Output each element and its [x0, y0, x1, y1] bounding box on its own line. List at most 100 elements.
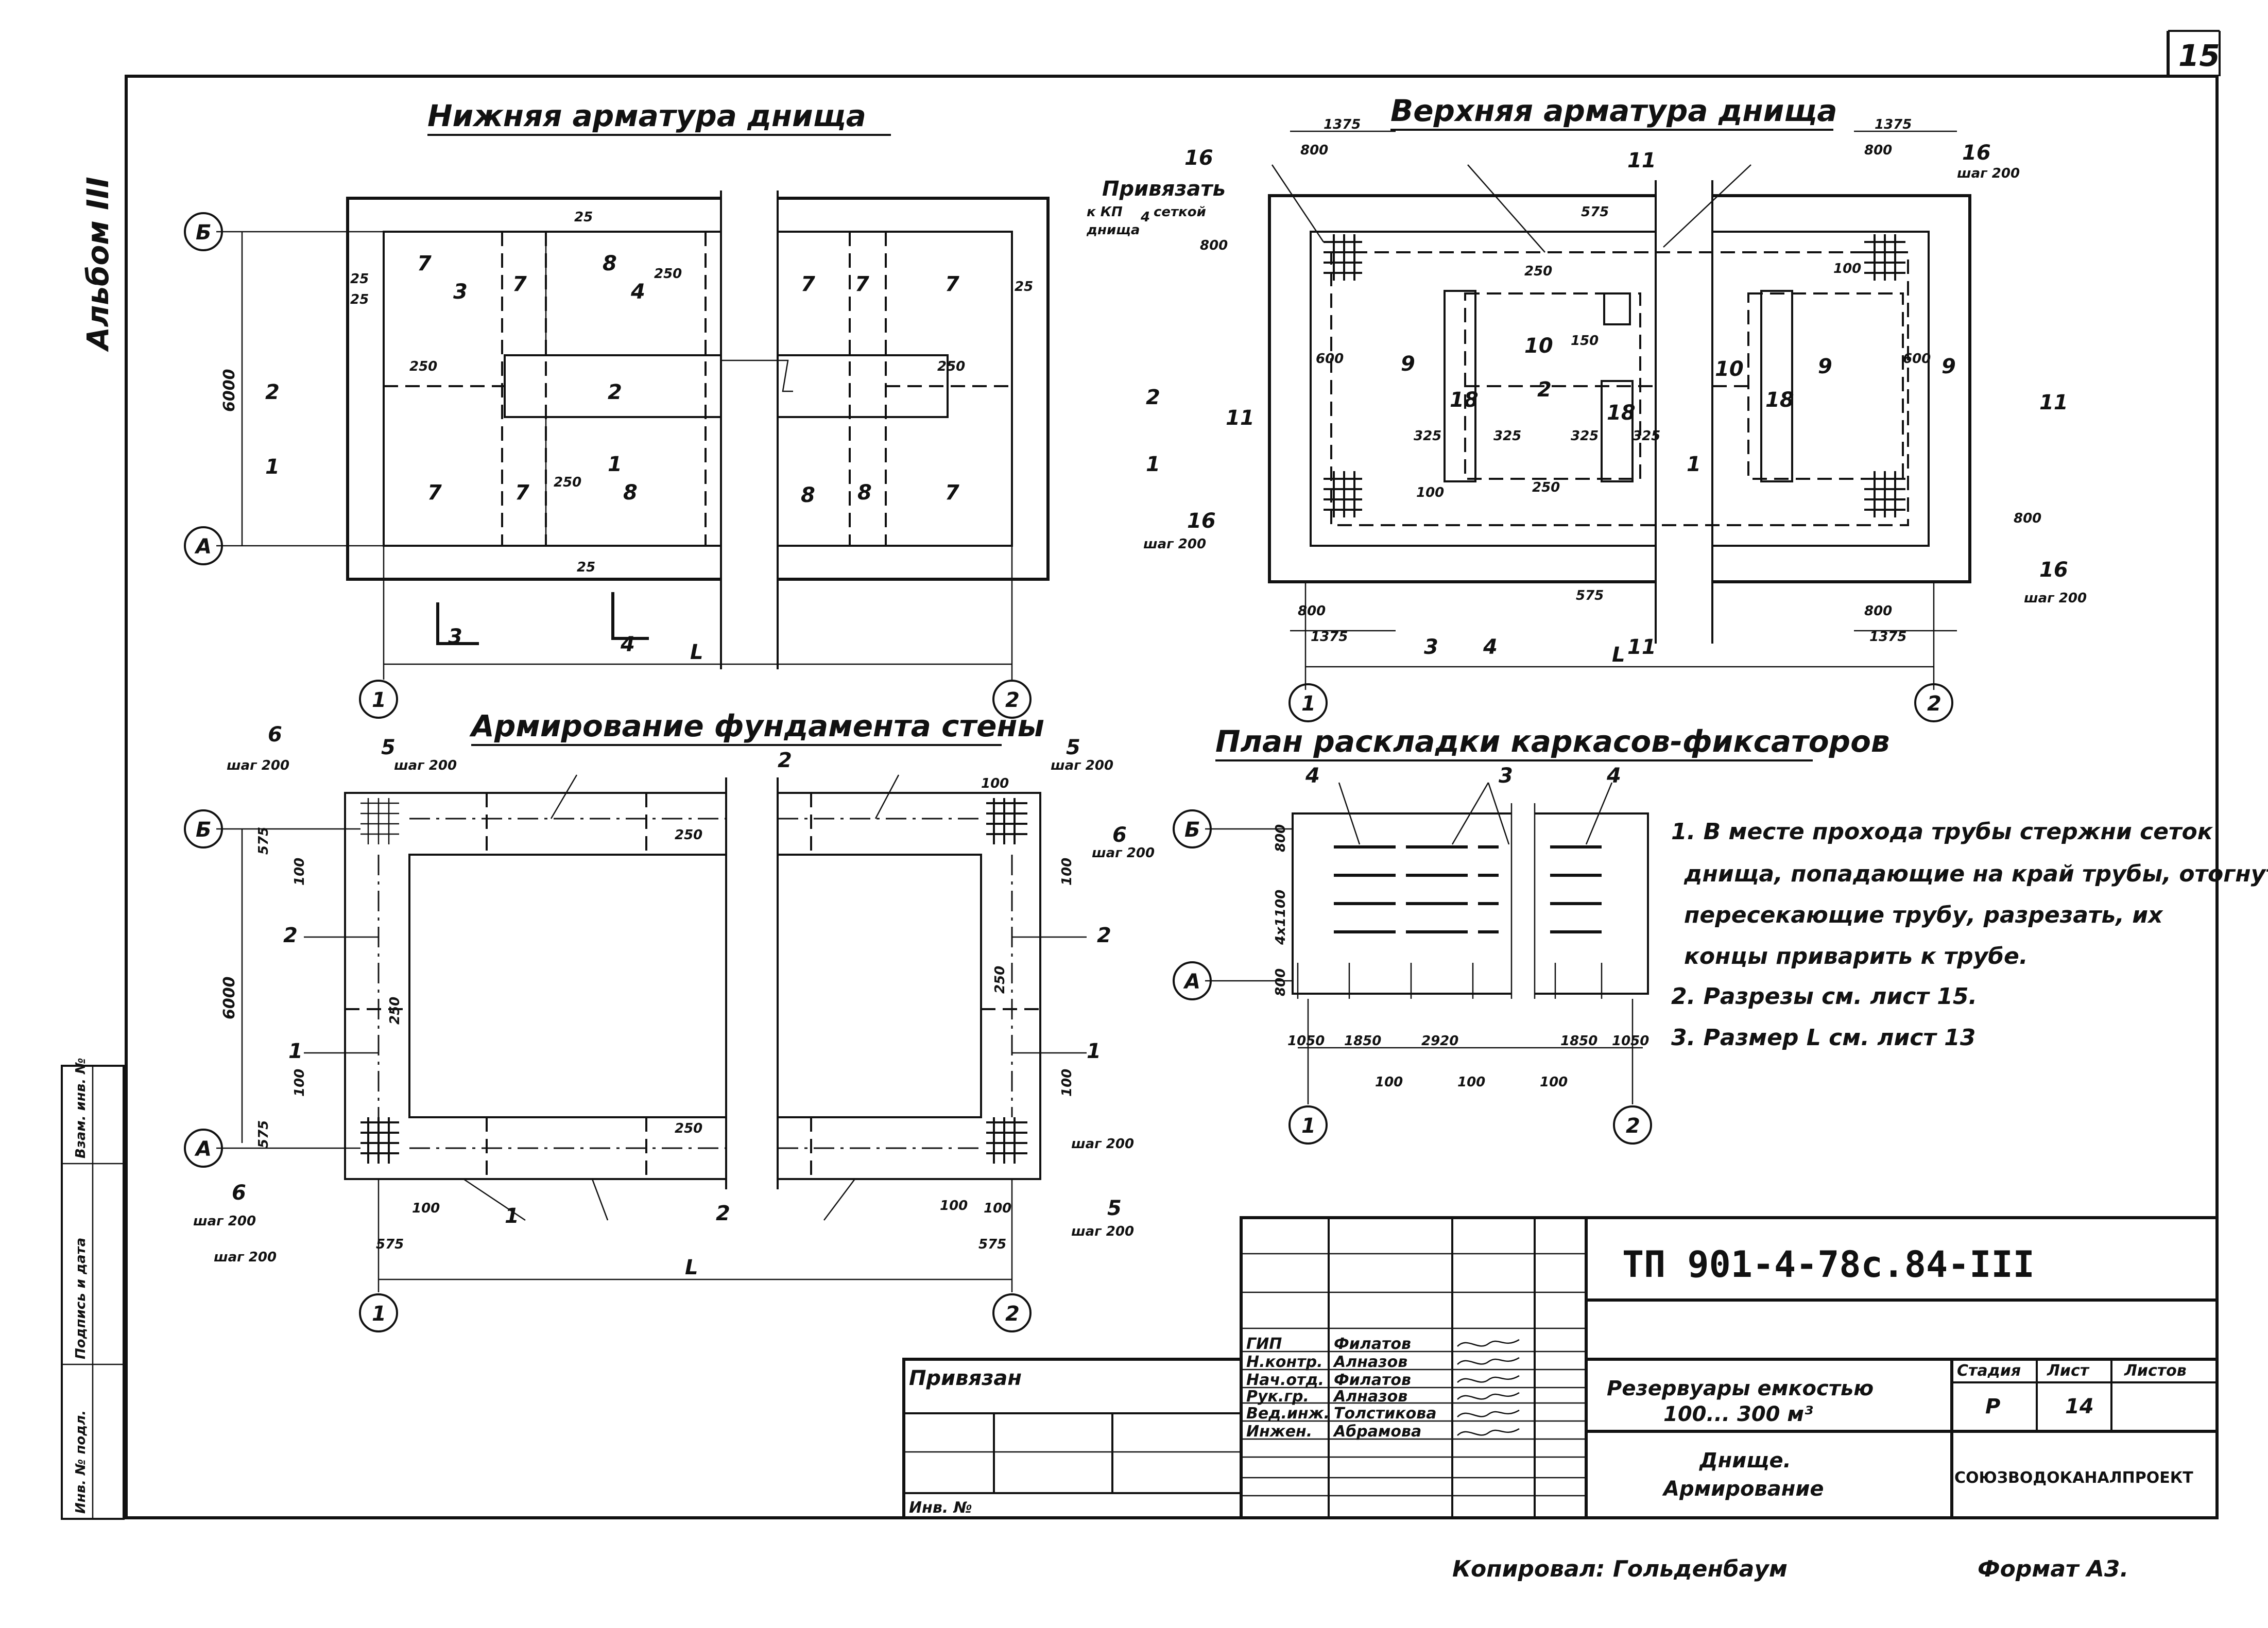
sheet-number: 15: [2178, 38, 2220, 73]
view-title-bottom: Нижняя арматура днища: [427, 98, 866, 133]
bottom-mark: 7: [417, 252, 432, 275]
wall-dim: 575: [978, 1237, 1006, 1252]
top-mark: 18: [1607, 401, 1636, 425]
axis-b-wall: Б: [196, 818, 212, 842]
frame-dim: 2920: [1421, 1033, 1458, 1049]
tie-note: к КП: [1087, 204, 1123, 220]
axis-a-bottom: А: [194, 535, 212, 559]
wall-mark: 2: [778, 749, 792, 772]
note-line: 2. Разрезы см. лист 15.: [1671, 983, 1977, 1010]
wall-dim: 250: [675, 1121, 702, 1136]
frame-dim: 1850: [1560, 1033, 1597, 1049]
top-mark: 9: [1941, 355, 1956, 378]
bottom-dim: 250: [554, 475, 581, 490]
axis-2-top: 2: [1927, 692, 1941, 716]
axis-1-frames: 1: [1301, 1114, 1316, 1138]
project-name: Резервуары емкостью: [1607, 1377, 1874, 1400]
axis-a-wall: А: [194, 1137, 212, 1161]
format-label: Формат А3.: [1978, 1556, 2128, 1582]
view-title-top: Верхняя арматура днища: [1390, 93, 1837, 128]
top-mark: 10: [1715, 357, 1744, 381]
title-block: Привязан Инв. № ТП 901-4-78с.84-III ГИП …: [902, 1216, 2219, 1519]
tb-role: Вед.инж.: [1246, 1405, 1330, 1423]
top-mark: 11: [1226, 406, 1255, 430]
drawing-name: Армирование: [1662, 1477, 1824, 1501]
wall-mark: 1: [1087, 1040, 1101, 1063]
wall-dim: 6000: [220, 977, 238, 1020]
top-dim: 325: [1493, 428, 1521, 444]
top-mark: 18: [1765, 388, 1794, 412]
top-dim: 100: [1833, 261, 1861, 276]
frame-dim: 800: [1273, 968, 1288, 996]
bottom-dim: 25: [1015, 279, 1033, 295]
corner-meshes: [360, 798, 1027, 1164]
tie-note: сеткой: [1154, 204, 1206, 220]
tb-name: Филатов: [1334, 1371, 1411, 1389]
top-mark: 11: [1627, 635, 1656, 659]
bottom-mark: 8: [857, 481, 872, 505]
dim-L-bottom: L: [690, 640, 703, 664]
top-dim: 575: [1576, 588, 1604, 603]
wall-dim: 100: [981, 776, 1009, 791]
project-name: 100... 300 м³: [1663, 1402, 1813, 1426]
view-wall-foundation: Армирование фундамента стены 1 1: [184, 708, 1155, 1332]
bottom-dim: 250: [409, 359, 437, 374]
dim-L-top: L: [1612, 643, 1625, 667]
frame-mark: 3: [1499, 764, 1513, 788]
wall-mark: 2: [283, 924, 298, 947]
top-dim: 150: [1571, 333, 1599, 349]
note-line: концы приварить к трубе.: [1684, 943, 2028, 969]
axis-b-frames: Б: [1184, 818, 1200, 842]
axis-1-top: 1: [1301, 692, 1316, 716]
tb-name: Толстикова: [1334, 1405, 1436, 1423]
top-mark: 9: [1401, 352, 1415, 376]
step-200: шаг 200: [1143, 536, 1206, 552]
bottom-section: 2: [608, 380, 622, 404]
privyazan-label: Привязан: [909, 1366, 1022, 1390]
tb-role: Инжен.: [1246, 1423, 1312, 1441]
wall-mark: 6: [268, 723, 282, 747]
top-dim: 575: [1581, 204, 1609, 220]
org-name: СОЮЗВОДОКАНАЛПРОЕКТ: [1954, 1469, 2193, 1487]
tie-note: Привязать: [1102, 177, 1226, 201]
signatures: [1457, 1339, 1520, 1436]
step-200: шаг 200: [1957, 166, 2020, 181]
bottom-dim-height: 6000: [220, 369, 238, 412]
album-label: Альбом III: [80, 177, 115, 352]
doc-code: ТП 901-4-78с.84-III: [1622, 1243, 2035, 1286]
tb-name: Абрамова: [1333, 1423, 1421, 1441]
sheet-header: Лист: [2047, 1362, 2090, 1380]
bottom-mark: 7: [945, 272, 959, 296]
top-section: 1: [1146, 453, 1160, 476]
frame-dim: 100: [1540, 1075, 1568, 1090]
top-mark: 11: [1627, 149, 1656, 172]
tb-role: Н.контр.: [1246, 1353, 1322, 1371]
wall-mark: 6: [1112, 823, 1127, 847]
bottom-section: 3: [453, 280, 468, 304]
frame-dim: 1850: [1344, 1033, 1381, 1049]
notes-block: 1. В месте прохода трубы стержни сеток д…: [1671, 819, 2268, 1051]
view-top-reinforcement: Верхняя арматура днища 9 10 10 9 9: [1086, 93, 2087, 722]
axis-2-bottom: 2: [1005, 688, 1020, 712]
step-200: шаг 200: [2024, 591, 2087, 606]
top-dim: 250: [1532, 480, 1560, 495]
wall-mark: 5: [1107, 1197, 1122, 1220]
wall-mark: 1: [288, 1040, 303, 1063]
side-stamp: Инв. № подл. Подпись и дата Взам. инв. №: [61, 1058, 125, 1520]
wall-mark: 5: [381, 736, 396, 759]
note-line: пересекающие трубу, разрезать, их: [1684, 902, 2163, 928]
top-section: 2: [1537, 378, 1552, 402]
wall-mark: 1: [505, 1204, 519, 1228]
pos-16: 16: [1962, 141, 1991, 165]
view-title-frames: План раскладки каркасов-фиксаторов: [1215, 724, 1890, 759]
axis-1-wall: 1: [372, 1302, 386, 1326]
wall-dim: 575: [256, 1120, 271, 1148]
wall-dim: 100: [940, 1198, 968, 1214]
wall-mark: 5: [1066, 736, 1080, 759]
top-dim: 325: [1414, 428, 1441, 444]
wall-dim: 250: [992, 966, 1008, 994]
stamp-replaces-inv: Взам. инв. №: [73, 1058, 89, 1159]
tie-note: днища: [1086, 222, 1140, 238]
bottom-dim: 25: [574, 210, 593, 225]
